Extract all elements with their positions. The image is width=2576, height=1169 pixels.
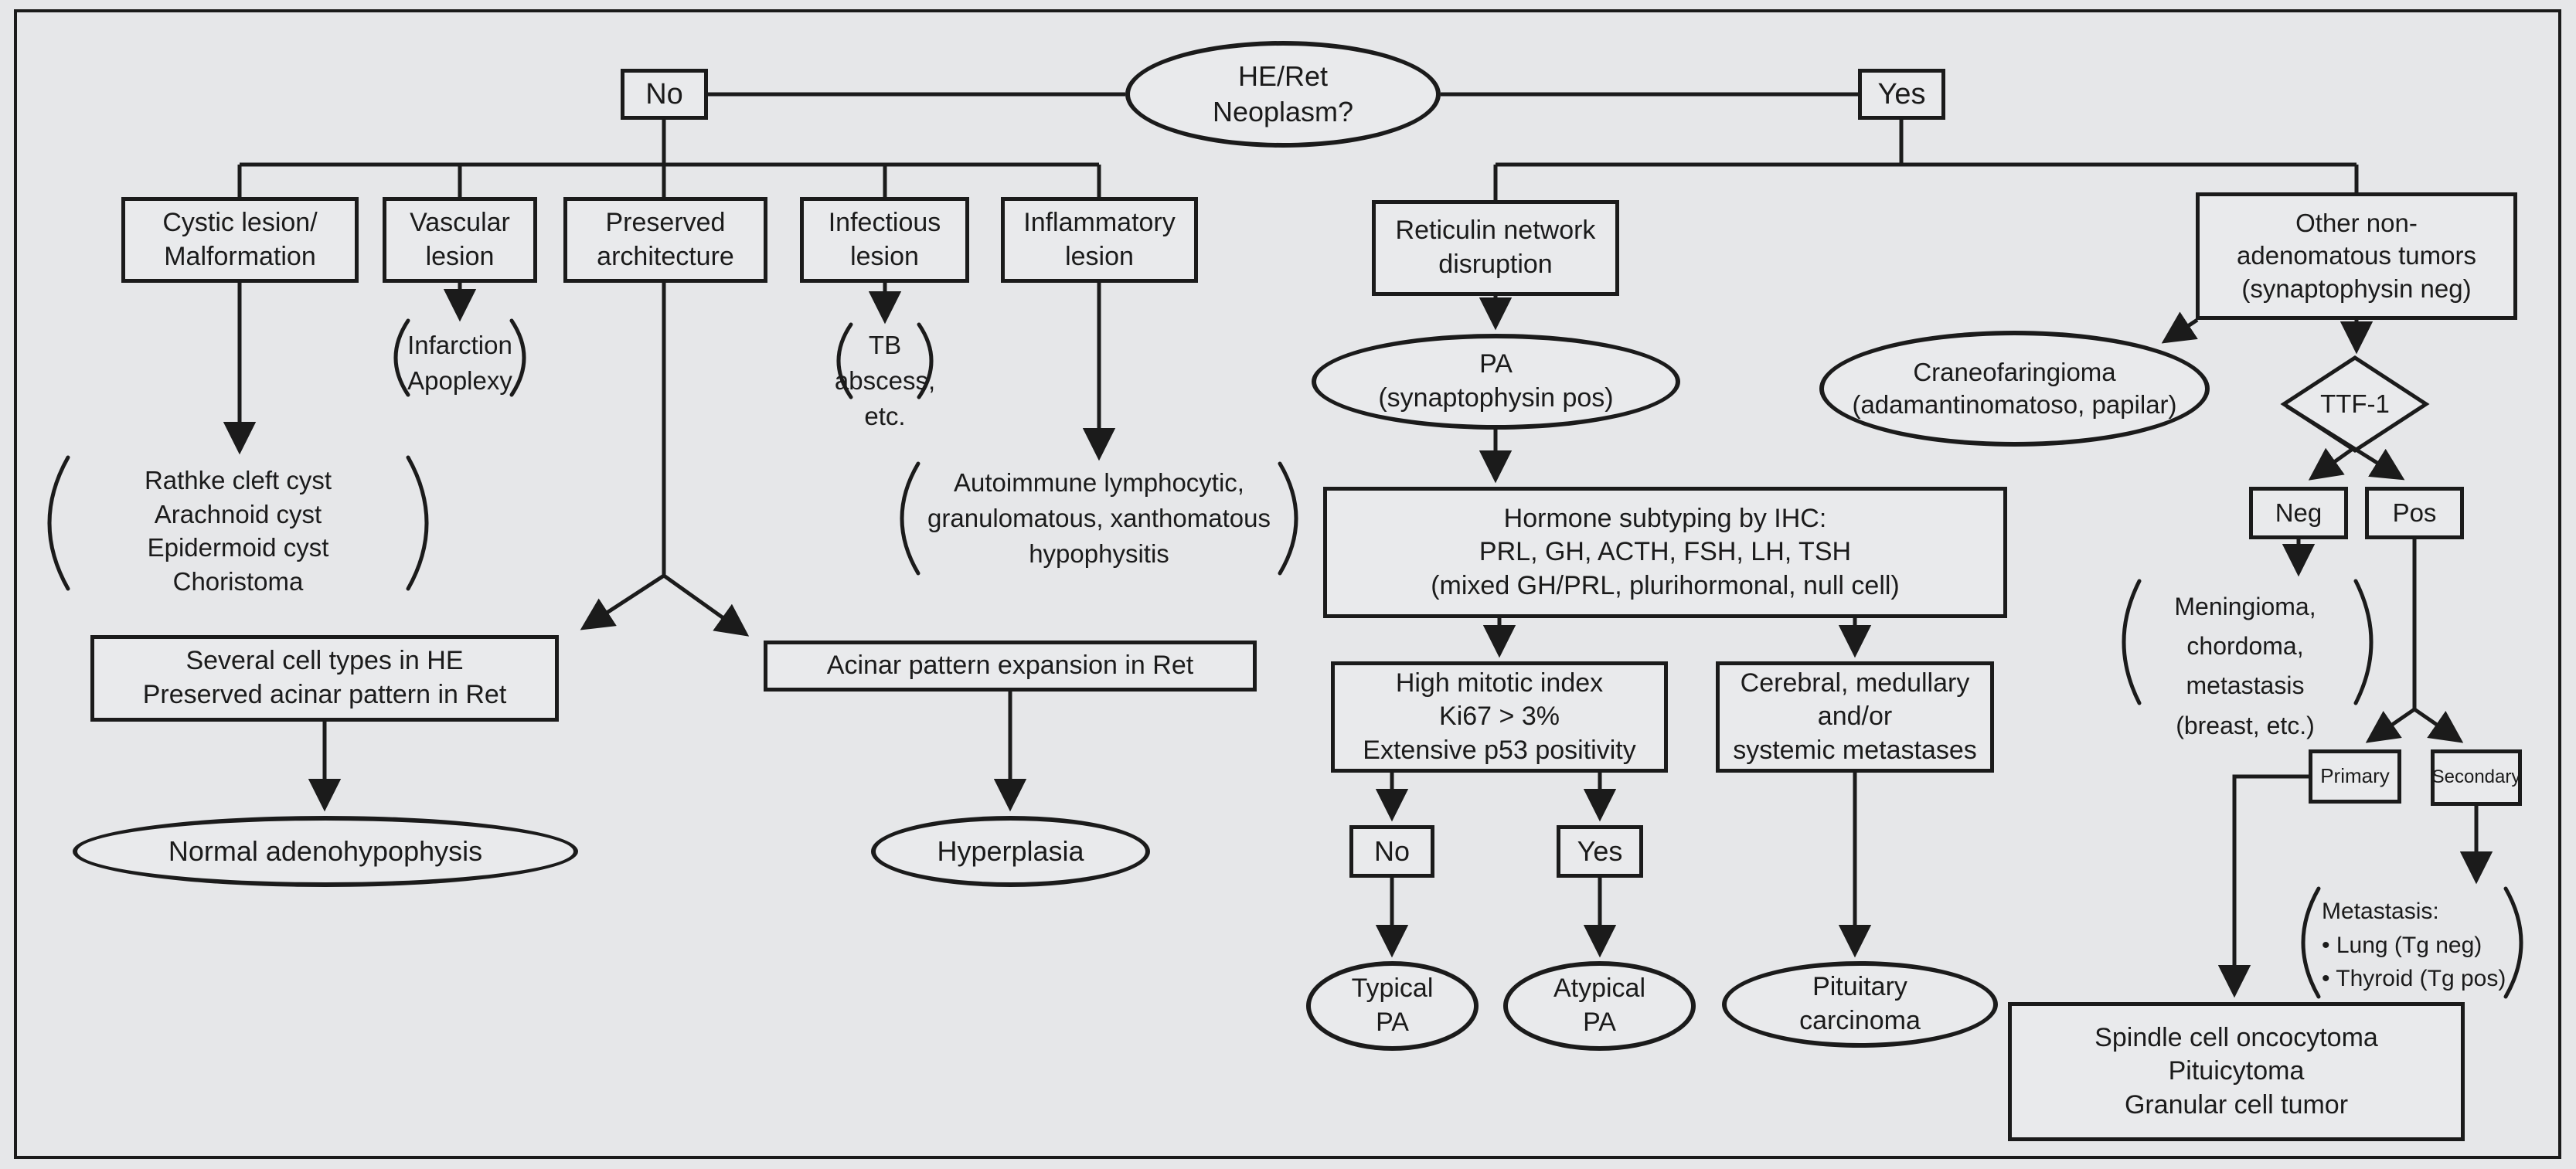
mitotic-yes-box: Yes [1557,825,1643,878]
pa-ellipse: PA (synaptophysin pos) [1312,334,1680,430]
primary-box: Primary [2309,749,2401,804]
typical-pa-ellipse: Typical PA [1306,961,1479,1051]
bracket-glyphs [47,318,2523,999]
preserved-architecture-box: Preserved architecture [563,197,767,283]
pituitary-carcinoma-ellipse: Pituitary carcinoma [1722,961,1998,1048]
ttf1-label: TTF-1 [2320,389,2390,418]
hyperplasia-ellipse: Hyperplasia [871,816,1150,887]
no-branch-connectors [223,120,1116,812]
atypical-pa-ellipse: Atypical PA [1503,961,1696,1051]
high-mitotic-index-box: High mitotic index Ki67 > 3% Extensive p… [1331,661,1668,773]
secondary-box: Secondary [2431,749,2522,806]
figure-border [14,9,2561,1159]
acinar-expansion-box: Acinar pattern expansion in Ret [764,641,1257,692]
meningioma-note: Meningioma, chordoma, metastasis (breast… [2174,593,2316,739]
ttf1-pos-box: Pos [2365,487,2464,539]
mitotic-no-box: No [1349,825,1434,878]
metastasis-note: Metastasis: • Lung (Tg neg) • Thyroid (T… [2322,899,2506,991]
yes-decision-box: Yes [1858,69,1945,120]
several-cell-types-box: Several cell types in HE Preserved acina… [90,635,559,722]
spindle-cell-box: Spindle cell oncocytoma Pituicytoma Gran… [2008,1002,2465,1141]
craniopharyngioma-ellipse: Craneofaringioma (adamantinomatoso, papi… [1819,331,2210,447]
tb-abscess-note: TB abscess, etc. [834,331,936,431]
inflammatory-lesion-box: Inflammatory lesion [1001,197,1198,283]
cystic-lesion-box: Cystic lesion/ Malformation [121,197,359,283]
root-question-ellipse: HE/Ret Neoplasm? [1125,41,1441,148]
infarction-apoplexy-note: Infarction Apoplexy [407,331,512,396]
hormone-subtyping-box: Hormone subtyping by IHC: PRL, GH, ACTH,… [1323,487,2007,618]
vascular-lesion-box: Vascular lesion [383,197,537,283]
yes-branch-connectors [1375,120,2493,998]
normal-adenohypophysis-ellipse: Normal adenohypophysis [73,816,578,887]
reticulin-disruption-box: Reticulin network disruption [1372,200,1619,296]
metastases-criteria-box: Cerebral, medullary and/or systemic meta… [1716,661,1994,773]
cystic-examples-note: Rathke cleft cyst Arachnoid cyst Epiderm… [144,466,332,596]
no-decision-box: No [621,69,708,120]
other-non-adenomatous-box: Other non- adenomatous tumors (synaptoph… [2196,192,2517,320]
hypophysitis-note: Autoimmune lymphocytic, granulomatous, x… [927,468,1271,569]
ttf1-neg-box: Neg [2249,487,2348,539]
infectious-lesion-box: Infectious lesion [800,197,969,283]
